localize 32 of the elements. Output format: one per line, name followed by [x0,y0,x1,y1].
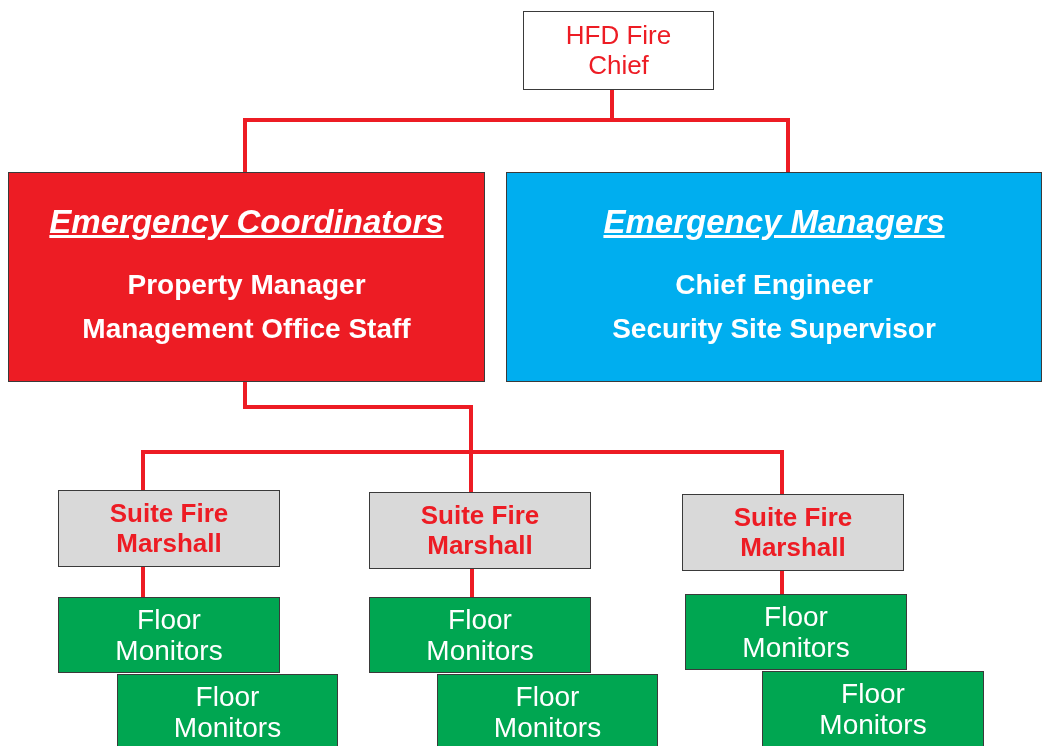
role-label: Suite Fire Marshall [108,499,230,558]
managers-box [506,172,1042,382]
role-label: Floor Monitors [425,603,535,667]
marshall-box [682,494,904,571]
role-label: Property Manager [127,269,366,301]
marshall-box [369,492,591,569]
coordinators-box [8,172,485,382]
role-label: Management Office Staff [82,313,411,345]
monitors-box [437,674,658,746]
role-label: Floor Monitors [818,677,928,741]
role-label: Floor Monitors [114,603,224,667]
group-heading: Emergency Managers [603,203,945,241]
connector-line [470,569,474,597]
connector-line [780,571,784,594]
monitors-box [685,594,907,670]
role-label: Suite Fire Marshall [419,501,541,560]
marshall-box [58,490,280,567]
connector-line [610,90,790,172]
role-label: HFD Fire Chief [564,21,673,80]
monitors-box [369,597,591,673]
role-label: Floor Monitors [492,680,603,744]
monitors-box [762,671,984,746]
connector-line [141,567,145,597]
chief-box [523,11,714,90]
role-label: Suite Fire Marshall [732,503,854,562]
group-heading: Emergency Coordinators [49,203,444,241]
role-label: Chief Engineer [675,269,873,301]
role-label: Security Site Supervisor [612,313,936,345]
role-label: Floor Monitors [172,680,283,744]
role-label: Floor Monitors [741,600,851,664]
monitors-box [117,674,338,746]
monitors-box [58,597,280,673]
